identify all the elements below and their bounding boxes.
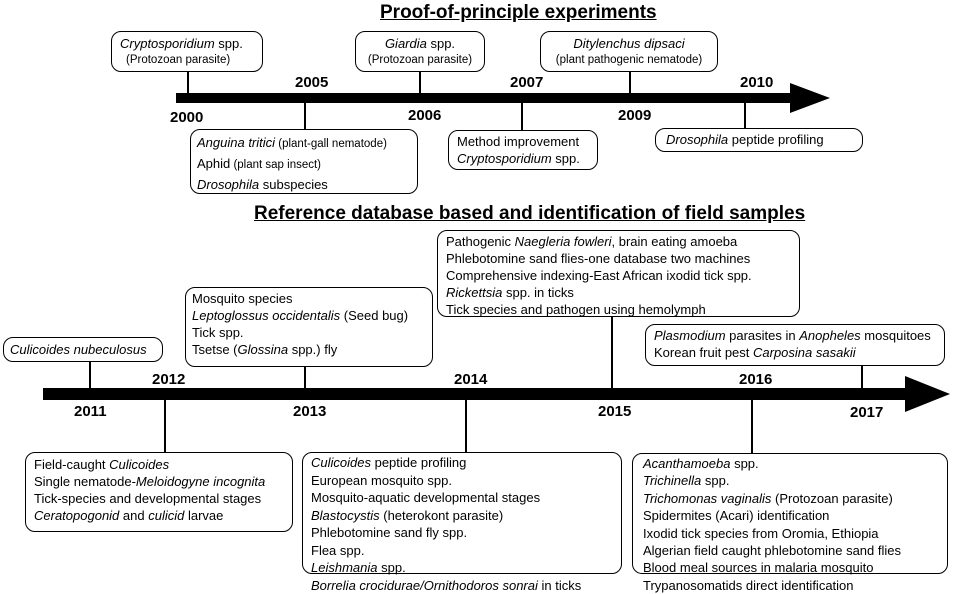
box-field-caught-culicoides: Field-caught Culicoides Single nematode-… <box>25 452 293 532</box>
box-culicoides-peptide: Culicoides peptide profiling European mo… <box>302 452 622 593</box>
year-2017: 2017 <box>850 404 884 421</box>
year-2011: 2011 <box>74 403 107 420</box>
year-2013: 2013 <box>293 403 327 420</box>
year-2015: 2015 <box>598 403 632 420</box>
year-2012: 2012 <box>152 371 186 388</box>
box-cryptosporidium: Cryptosporidium spp. (Protozoan parasite… <box>111 31 263 72</box>
box-plasmodium: Plasmodium parasites in Anopheles mosqui… <box>645 324 945 366</box>
timeline-axes <box>43 72 950 453</box>
year-2016: 2016 <box>739 371 773 388</box>
top-timeline-arrow <box>176 83 830 113</box>
year-2010: 2010 <box>740 74 774 91</box>
year-2005: 2005 <box>295 74 329 91</box>
bottom-timeline-arrow <box>43 376 950 412</box>
box-mosquito-species: Mosquito species Leptoglossus occidental… <box>185 287 433 367</box>
year-2006: 2006 <box>408 107 442 124</box>
proof-of-principle-title: Proof-of-principle experiments <box>380 2 657 23</box>
box-naegleria: Pathogenic Naegleria fowleri, brain eati… <box>437 230 800 317</box>
year-2014: 2014 <box>454 371 488 388</box>
reference-database-title: Reference database based and identificat… <box>254 203 806 224</box>
year-2009: 2009 <box>618 107 652 124</box>
box-ditylenchus: Ditylenchus dipsaci (plant pathogenic ne… <box>540 31 718 72</box>
year-2000: 2000 <box>170 109 204 126</box>
box-culicoides-nubeculosus: Culicoides nubeculosus <box>3 337 163 362</box>
box-giardia: Giardia spp. (Protozoan parasite) <box>355 31 485 72</box>
box-drosophila-peptide: Drosophila peptide profiling <box>655 128 863 152</box>
box-acanthamoeba: Acanthamoeba spp. Trichinella spp. Trich… <box>632 453 948 593</box>
year-2007: 2007 <box>510 74 544 91</box>
box-anguina: Anguina tritici (plant-gall nematode) Ap… <box>190 129 418 194</box>
bottom-timeline-ticks <box>89 316 863 453</box>
box-method-improvement: Method improvement Cryptosporidium spp. <box>448 130 598 170</box>
